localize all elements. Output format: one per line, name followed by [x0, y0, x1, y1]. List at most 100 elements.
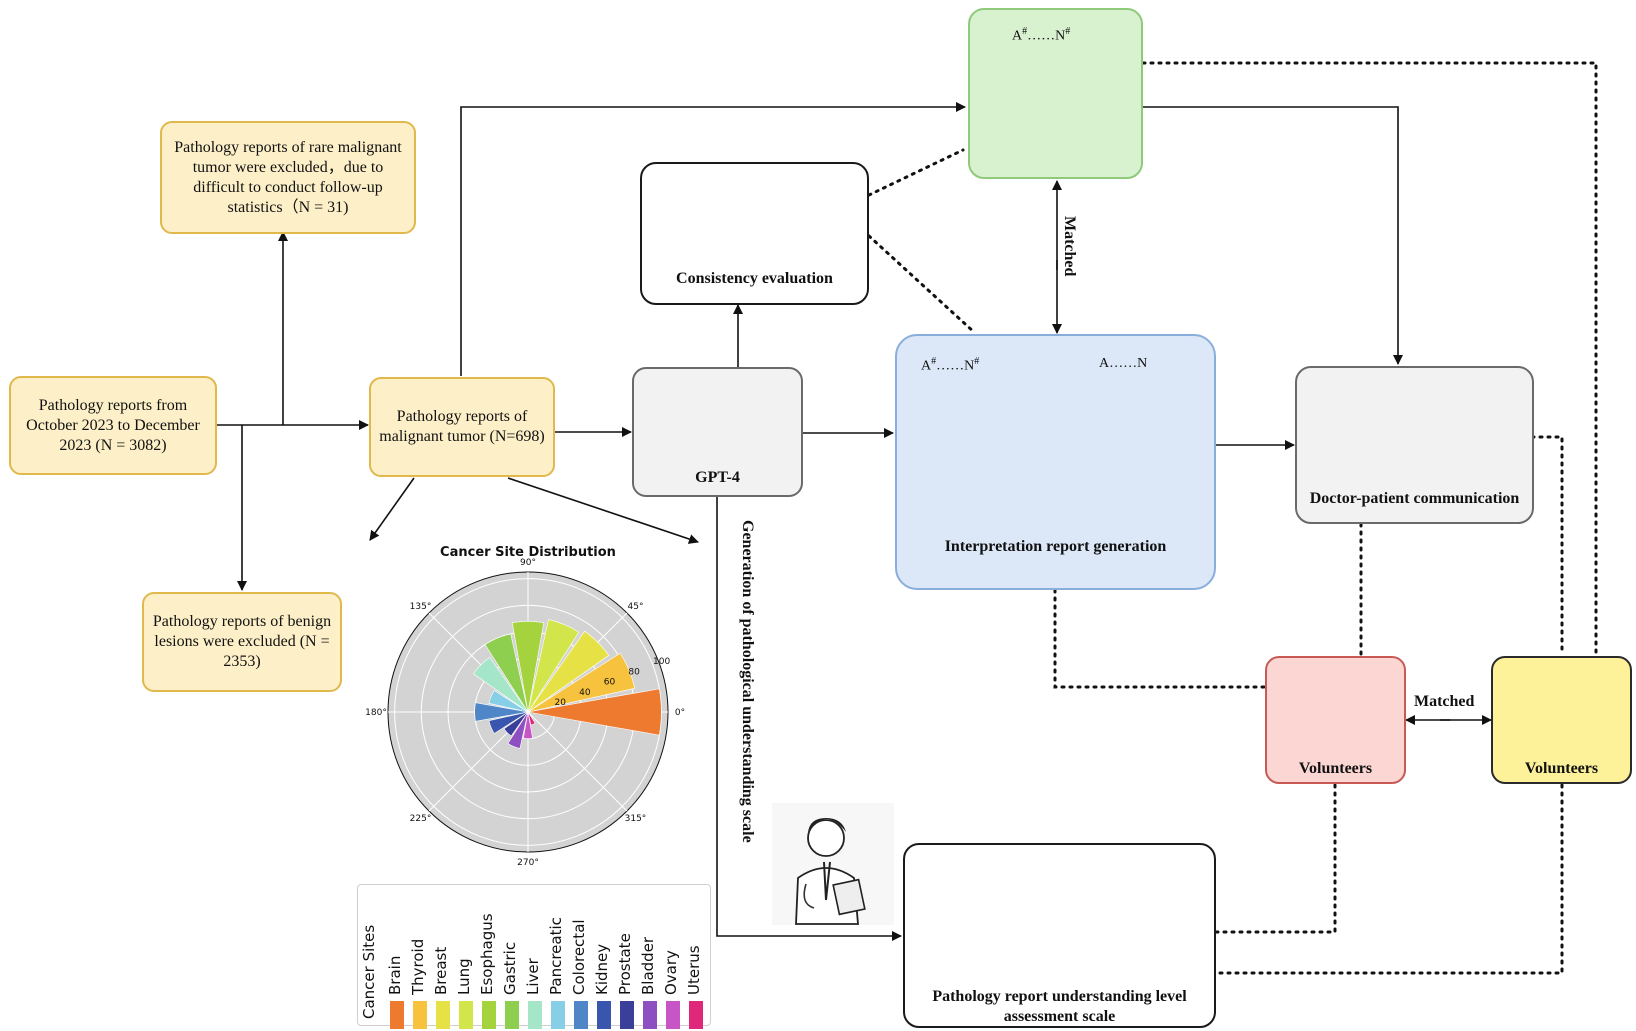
volunteers-box-1: Volunteers	[1265, 656, 1406, 784]
legend-swatch	[551, 1001, 565, 1029]
legend-swatch	[574, 1001, 588, 1029]
polar-bar-gastric	[484, 633, 529, 713]
dotted-volunteers1-to-scale	[1214, 783, 1337, 934]
angle-tick-label: 270°	[517, 858, 539, 868]
legend-item-esophagus: Esophagus	[478, 891, 500, 1029]
angle-tick-label: 315°	[625, 814, 647, 824]
legend-item-label: Prostate	[616, 933, 634, 995]
radial-tick-label: 40	[579, 688, 591, 698]
chart-title: Cancer Site Distribution	[440, 545, 616, 560]
top-documents-box: A#……N#	[968, 8, 1143, 179]
legend-item-bladder: Bladder	[639, 891, 661, 1029]
scale-generation-vertical-label: Generation of pathological understanding…	[739, 520, 756, 843]
polar-bar-colorectal	[474, 702, 529, 722]
polar-bar-breast	[527, 630, 610, 713]
interpretation-right-label: A……N	[1099, 356, 1148, 371]
gpt4-label: GPT-4	[695, 469, 740, 486]
legend-item-label: Gastric	[501, 941, 519, 995]
assessment-scale-label: Pathology report understanding level ass…	[932, 988, 1187, 1025]
consistency-label: Consistency evaluation	[676, 270, 833, 287]
gpt4-box: GPT-4	[632, 367, 803, 497]
legend-item-brain: Brain	[386, 891, 408, 1029]
matched-vertical-label: Matched	[1061, 216, 1078, 277]
legend-item-liver: Liver	[524, 891, 546, 1029]
benign-excluded-box: Pathology reports of benign lesions were…	[142, 592, 342, 692]
volunteers-label-2: Volunteers	[1524, 760, 1599, 777]
legend-item-gastric: Gastric	[501, 891, 523, 1029]
angle-tick-label: 0°	[675, 708, 685, 718]
legend-item-label: Ovary	[662, 950, 680, 995]
volunteers-box-2: Volunteers	[1491, 656, 1632, 784]
polar-grid-spoke	[527, 711, 628, 812]
dotted-volunteers2-to-scale	[1214, 783, 1564, 975]
dotted-doctor-to-volunteers2	[1530, 435, 1564, 657]
angle-tick-label: 90°	[520, 558, 536, 568]
legend-item-lung: Lung	[455, 891, 477, 1029]
radial-tick-label: 80	[628, 667, 640, 677]
solid-arrows	[215, 102, 1492, 941]
polar-bar-uterus	[527, 711, 536, 726]
legend-title: Cancer Sites	[360, 924, 378, 1019]
angle-tick-label: 180°	[365, 708, 387, 718]
legend-item-pancreatic: Pancreatic	[547, 891, 569, 1029]
polar-bar-brain	[527, 688, 662, 736]
dotted-top-to-volunteers2	[1141, 61, 1598, 657]
radial-tick-label: 60	[604, 678, 616, 688]
legend-item-label: Kidney	[593, 943, 611, 995]
polar-bar-bladder	[507, 711, 529, 749]
volunteers-label-1: Volunteers	[1298, 760, 1373, 777]
angle-tick-label: 45°	[628, 602, 644, 612]
arrow-gpt4-to-scale	[716, 497, 902, 941]
legend-item-ovary: Ovary	[662, 891, 684, 1029]
polar-bar-kidney	[488, 711, 529, 734]
arrow-malignant-to-chart	[369, 477, 415, 541]
legend-item-label: Breast	[432, 946, 450, 995]
dotted-consistency-to-interp	[867, 234, 977, 335]
rare-excluded-box: Pathology reports of rare malignant tumo…	[160, 121, 416, 234]
polar-bar-thyroid	[527, 652, 636, 713]
angle-tick-label: 225°	[410, 814, 432, 824]
legend-swatch	[482, 1001, 496, 1029]
polar-bar-pancreatic	[488, 690, 529, 713]
legend-item-label: Thyroid	[409, 938, 427, 995]
legend-item-thyroid: Thyroid	[409, 891, 431, 1029]
legend-item-label: Uterus	[685, 945, 703, 995]
total-reports-box: Pathology reports from October 2023 to D…	[9, 376, 217, 475]
legend-swatch	[436, 1001, 450, 1029]
legend-item-kidney: Kidney	[593, 891, 615, 1029]
legend-swatch	[390, 1001, 404, 1029]
legend-swatch	[643, 1001, 657, 1029]
radial-tick-label: 100	[653, 657, 670, 667]
polar-bar-esophagus	[511, 621, 545, 713]
legend-item-prostate: Prostate	[616, 891, 638, 1029]
arrow-malignant-to-legend	[507, 477, 699, 544]
top-documents-label: A#……N#	[1012, 26, 1071, 44]
arrow-malignant-to-top-docs	[460, 102, 966, 376]
legend-swatch	[597, 1001, 611, 1029]
legend-item-uterus: Uterus	[685, 891, 707, 1029]
legend-item-breast: Breast	[432, 891, 454, 1029]
interpretation-left-label: A#……N#	[921, 356, 980, 374]
legend-swatch	[528, 1001, 542, 1029]
doctor-patient-label: Doctor-patient communication	[1309, 490, 1520, 507]
polar-bar-ovary	[523, 711, 533, 739]
legend-item-colorectal: Colorectal	[570, 891, 592, 1029]
legend-item-label: Pancreatic	[547, 917, 565, 995]
legend-swatch	[620, 1001, 634, 1029]
interpretation-report-box: A#……N# A……N Interpretation report genera…	[895, 334, 1216, 590]
legend-item-label: Lung	[455, 958, 473, 995]
polar-bar-lung	[527, 619, 580, 713]
legend-swatch	[666, 1001, 680, 1029]
legend-swatch	[689, 1001, 703, 1029]
doctor-clipboard-icon	[772, 803, 894, 925]
polar-bar-prostate	[503, 711, 529, 737]
polar-angle-ticks: 0°45°90°135°180°225°270°315°	[365, 558, 685, 868]
legend-item-label: Liver	[524, 958, 542, 995]
interpretation-label: Interpretation report generation	[944, 538, 1167, 555]
dotted-consistency-to-top	[867, 148, 965, 197]
matched-volunteers-label: Matched	[1414, 693, 1475, 710]
malignant-reports-box: Pathology reports of malignant tumor (N=…	[369, 377, 555, 477]
